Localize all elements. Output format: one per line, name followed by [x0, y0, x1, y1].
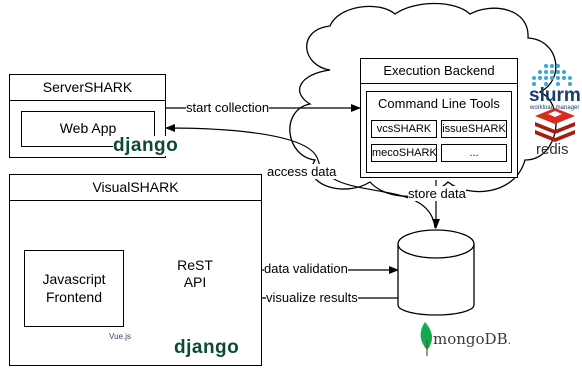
api-label-line2: API — [183, 274, 207, 290]
mongodb-leaf-icon — [420, 322, 433, 350]
slurm-logo-icon — [532, 64, 572, 86]
database-cylinder — [397, 229, 475, 316]
tool-vcsshark: vcsSHARK — [371, 120, 437, 138]
cli-tools-box: Command Line Tools vcsSHARK issueSHARK m… — [366, 91, 512, 173]
visual-shark-box: VisualSHARK Javascript Frontend — [9, 174, 262, 366]
execution-backend-box: Execution Backend Command Line Tools vcs… — [360, 58, 518, 178]
visualize-results-label: visualize results — [266, 290, 358, 305]
frontend-box: Javascript Frontend — [24, 250, 124, 327]
server-shark-title: ServerSHARK — [10, 75, 165, 101]
store-data-label: store data — [408, 186, 466, 201]
access-data-label: access data — [267, 164, 337, 179]
tool-more: ... — [441, 144, 507, 162]
mongodb-logo-suffix: . — [507, 334, 512, 347]
execution-backend-title: Execution Backend — [361, 59, 517, 84]
mongodb-logo-text: mongoDB — [433, 330, 508, 348]
data-validation-label: data validation — [264, 261, 348, 276]
mongodb-logo: mongoDB. — [433, 330, 511, 350]
frontend-label-line1: Javascript — [42, 271, 106, 287]
slurm-tagline: workload manager — [530, 105, 580, 111]
vue-logo-text: Vue.js — [109, 332, 131, 341]
frontend-label-line2: Frontend — [45, 289, 103, 305]
redis-logo-icon — [535, 108, 575, 142]
slurm-logo-text: slurm — [529, 85, 581, 106]
cli-tools-title: Command Line Tools — [378, 96, 500, 111]
visual-shark-title: VisualSHARK — [10, 175, 261, 201]
web-app-label: Web App — [59, 120, 117, 136]
tool-mecoshark: mecoSHARK — [371, 144, 437, 162]
start-collection-label: start collection — [186, 100, 270, 115]
tool-issueshark: issueSHARK — [441, 120, 507, 138]
server-django-logo: django — [113, 135, 179, 156]
visual-django-logo: django — [174, 337, 240, 358]
redis-logo-text: redis — [536, 141, 569, 158]
api-label-line1: ReST — [177, 257, 213, 273]
server-shark-box: ServerSHARK Web App — [9, 74, 166, 158]
